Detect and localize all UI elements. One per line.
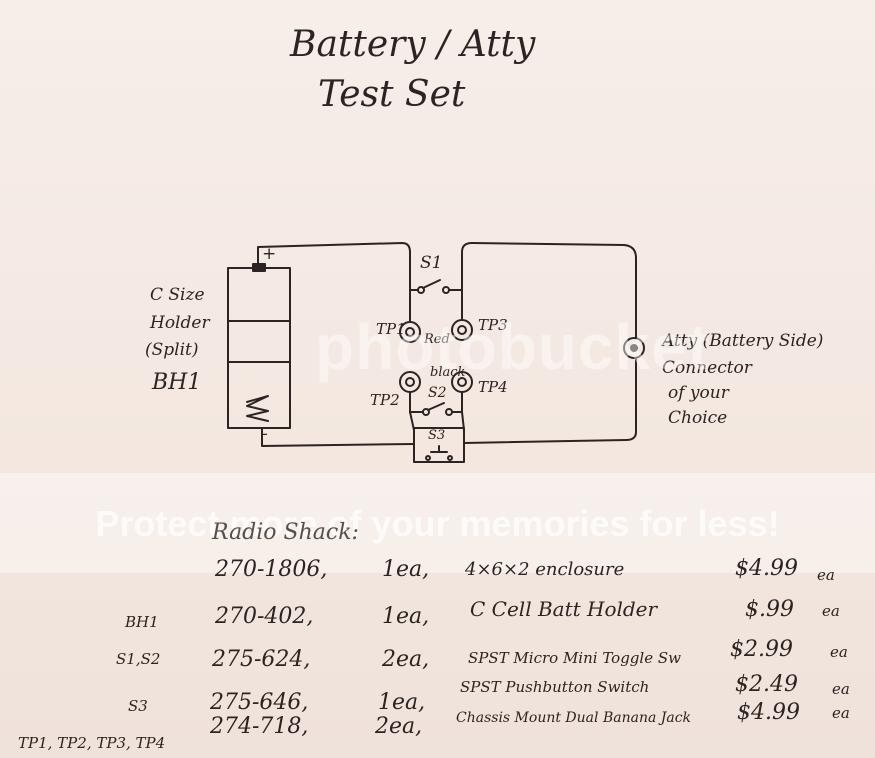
tp2-label: TP2 (370, 391, 400, 409)
holder-label-1: C Size (150, 285, 205, 305)
row2-part: 275-624, (212, 647, 311, 672)
s2-label: S2 (428, 385, 447, 401)
wire-s3-left (409, 411, 415, 431)
s1-label: S1 (420, 253, 443, 273)
s1-contact-left (417, 286, 425, 294)
plus-sign: + (262, 244, 277, 264)
tp2-jack-inner (405, 377, 415, 387)
connector-label-2: Connector (662, 358, 752, 378)
row2-qty: 2ea, (382, 647, 430, 672)
row1-ref: BH1 (125, 613, 159, 631)
row2-ref: S1,S2 (116, 650, 161, 668)
watermark-tagline: Protect more of your memories for less! (95, 503, 780, 544)
holder-label-3: (Split) (145, 340, 199, 360)
row4-qty: 2ea, (375, 714, 423, 739)
row4-price: $4.99 (737, 700, 800, 725)
row3-price: $2.49 (735, 672, 798, 697)
row3-desc: SPST Pushbutton Switch (460, 678, 650, 696)
tp1-jack-inner (405, 327, 415, 337)
row0-qty: 1ea, (382, 557, 430, 582)
battery-spring (246, 395, 269, 422)
tp1-label: TP1 (376, 320, 406, 338)
row1-qty: 1ea, (382, 604, 430, 629)
connector-label-4: Choice (668, 408, 728, 428)
holder-ref: BH1 (152, 370, 202, 395)
row4-part: 274-718, (210, 714, 309, 739)
tp3-jack (451, 319, 473, 341)
row3-unit: ea (832, 680, 850, 698)
s3-label: S3 (428, 428, 446, 443)
tp1-jack (399, 321, 421, 343)
row0-price: $4.99 (735, 556, 798, 581)
watermark-band (0, 473, 875, 573)
battery-holder (227, 267, 291, 429)
tp3-label: TP3 (478, 316, 508, 334)
row1-part: 270-402, (215, 604, 314, 629)
title-line-1: Battery / Atty (290, 24, 536, 65)
row3-ref: S3 (128, 697, 148, 715)
s3-contact-right (447, 455, 453, 461)
wire-positive (257, 242, 419, 291)
row1-desc: C Cell Batt Holder (470, 597, 658, 621)
connector-label-1: Atty (Battery Side) (662, 331, 824, 351)
wire-to-connector-top (461, 242, 637, 339)
tp3-jack-inner (457, 325, 467, 335)
row4-ref: TP1, TP2, TP3, TP4 (18, 734, 166, 752)
atty-connector-center (630, 344, 638, 352)
minus-sign: - (262, 424, 268, 444)
wire-negative (261, 427, 415, 447)
parts-header: Radio Shack: (212, 520, 359, 545)
row4-desc: Chassis Mount Dual Banana Jack (456, 710, 692, 726)
s3-contact-left (425, 455, 431, 461)
row1-unit: ea (822, 602, 840, 620)
wire-to-connector-bottom (463, 357, 637, 444)
row1-price: $.99 (745, 597, 794, 622)
row0-unit: ea (817, 566, 835, 584)
row0-part: 270-1806, (215, 557, 328, 582)
black-label: black (430, 365, 466, 380)
tp4-label: TP4 (478, 378, 508, 396)
red-label: Red (424, 332, 450, 347)
tp4-jack-inner (457, 377, 467, 387)
row2-desc: SPST Micro Mini Toggle Sw (468, 649, 681, 667)
s2-lever (427, 402, 445, 411)
connector-label-3: of your (668, 383, 729, 403)
row0-desc: 4×6×2 enclosure (465, 559, 625, 580)
holder-label-2: Holder (150, 313, 210, 333)
title-line-2: Test Set (318, 74, 466, 115)
row4-unit: ea (832, 704, 850, 722)
row3-qty: 1ea, (378, 690, 426, 715)
watermark-logo: photobucket (315, 311, 710, 383)
s2-contact-left (422, 408, 430, 416)
battery-positive-terminal (252, 263, 266, 272)
s1-lever (422, 279, 441, 289)
atty-connector (623, 337, 645, 359)
row3-part: 275-646, (210, 690, 309, 715)
row2-price: $2.99 (730, 637, 793, 662)
row2-unit: ea (830, 643, 848, 661)
